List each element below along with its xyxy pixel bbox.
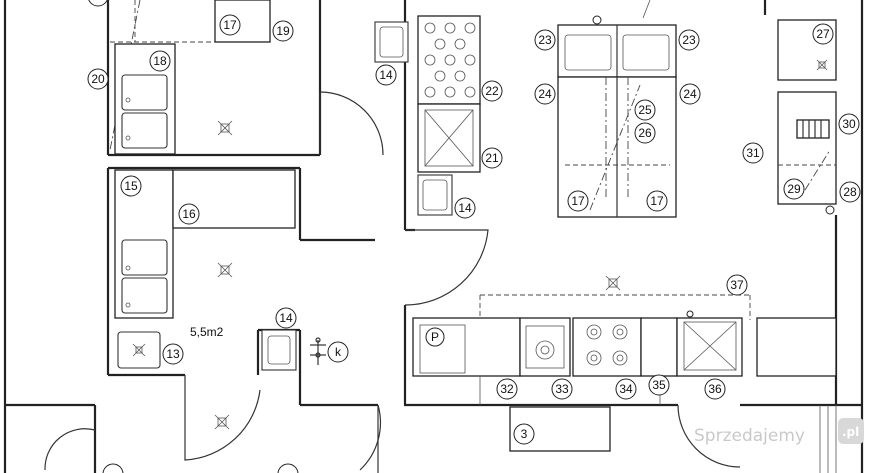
svg-text:P: P: [431, 330, 439, 344]
label-27: 27: [812, 23, 834, 45]
label-k: k: [327, 341, 349, 363]
label-37: 37: [726, 274, 748, 296]
label-31: 31: [742, 142, 764, 164]
svg-text:35: 35: [652, 378, 666, 392]
label-17-left: 17: [567, 190, 589, 212]
svg-text:22: 22: [485, 84, 499, 98]
label-14-mid: 14: [454, 197, 476, 219]
label-29: 29: [783, 178, 805, 200]
watermark: Sprzedajemy .pl: [694, 418, 864, 446]
label-32: 32: [496, 378, 518, 400]
svg-text:24: 24: [683, 87, 697, 101]
svg-text:34: 34: [619, 382, 633, 396]
label-21: 21: [481, 147, 503, 169]
svg-text:32: 32: [500, 382, 514, 396]
svg-text:19: 19: [276, 24, 290, 38]
svg-text:27: 27: [816, 27, 830, 41]
svg-text:37: 37: [730, 278, 744, 292]
svg-text:13: 13: [166, 347, 180, 361]
label-17-top: 17: [219, 14, 241, 36]
svg-text:28: 28: [843, 185, 857, 199]
area-label: 5,5m2: [190, 325, 224, 339]
ceiling-lights: [214, 120, 621, 430]
svg-text:3: 3: [521, 427, 528, 441]
label-14-top: 14: [375, 64, 397, 86]
central-block: [557, 15, 677, 218]
label-3: 3: [513, 423, 535, 445]
cooking-line: [412, 294, 837, 452]
label-34: 34: [615, 378, 637, 400]
prep-column: [374, 15, 481, 216]
svg-text:17: 17: [223, 18, 237, 32]
label-25: 25: [634, 99, 656, 121]
basin-area: [261, 329, 326, 371]
label-15: 15: [120, 175, 142, 197]
label-36: 36: [704, 378, 726, 400]
label-24-left: 24: [534, 83, 556, 105]
svg-text:15: 15: [124, 179, 138, 193]
svg-text:36: 36: [708, 382, 722, 396]
svg-text:23: 23: [682, 33, 696, 47]
svg-text:25: 25: [638, 103, 652, 117]
label-30: 30: [838, 113, 860, 135]
label-23-left: 23: [534, 29, 556, 51]
label-28: 28: [839, 181, 861, 203]
label-26: 26: [634, 122, 656, 144]
svg-text:17: 17: [571, 194, 585, 208]
svg-text:.pl: .pl: [842, 425, 859, 439]
svg-text:21: 21: [485, 151, 499, 165]
svg-text:14: 14: [379, 68, 393, 82]
svg-text:20: 20: [91, 72, 105, 86]
svg-text:14: 14: [279, 311, 293, 325]
label-33: 33: [551, 378, 573, 400]
svg-text:14: 14: [458, 201, 472, 215]
label-19: 19: [272, 20, 294, 42]
room-top-left: [109, 0, 271, 155]
svg-text:33: 33: [555, 382, 569, 396]
svg-text:k: k: [335, 345, 342, 359]
label-P: P: [431, 330, 439, 344]
svg-text:18: 18: [153, 54, 167, 68]
label-14-bottom: 14: [275, 307, 297, 329]
svg-text:23: 23: [538, 33, 552, 47]
svg-text:Sprzedajemy: Sprzedajemy: [694, 426, 805, 446]
svg-text:24: 24: [538, 87, 552, 101]
svg-text:26: 26: [638, 126, 652, 140]
svg-text:29: 29: [787, 182, 801, 196]
svg-text:30: 30: [842, 117, 856, 131]
label-17-right: 17: [646, 190, 668, 212]
label-35: 35: [648, 374, 670, 396]
svg-text:16: 16: [182, 207, 196, 221]
item-labels: 17 19 14 23 23 27 20 18 22 24 24 25 26 2…: [87, 0, 861, 473]
label-20: 20: [87, 68, 109, 90]
label-16: 16: [178, 203, 200, 225]
label-24-right: 24: [679, 83, 701, 105]
label-13: 13: [162, 343, 184, 365]
label-23-right: 23: [678, 29, 700, 51]
door-swings: [44, 91, 741, 473]
svg-text:17: 17: [650, 194, 664, 208]
walls: [3, 0, 864, 473]
svg-text:31: 31: [746, 146, 760, 160]
label-22: 22: [481, 80, 503, 102]
label-18: 18: [149, 50, 171, 72]
